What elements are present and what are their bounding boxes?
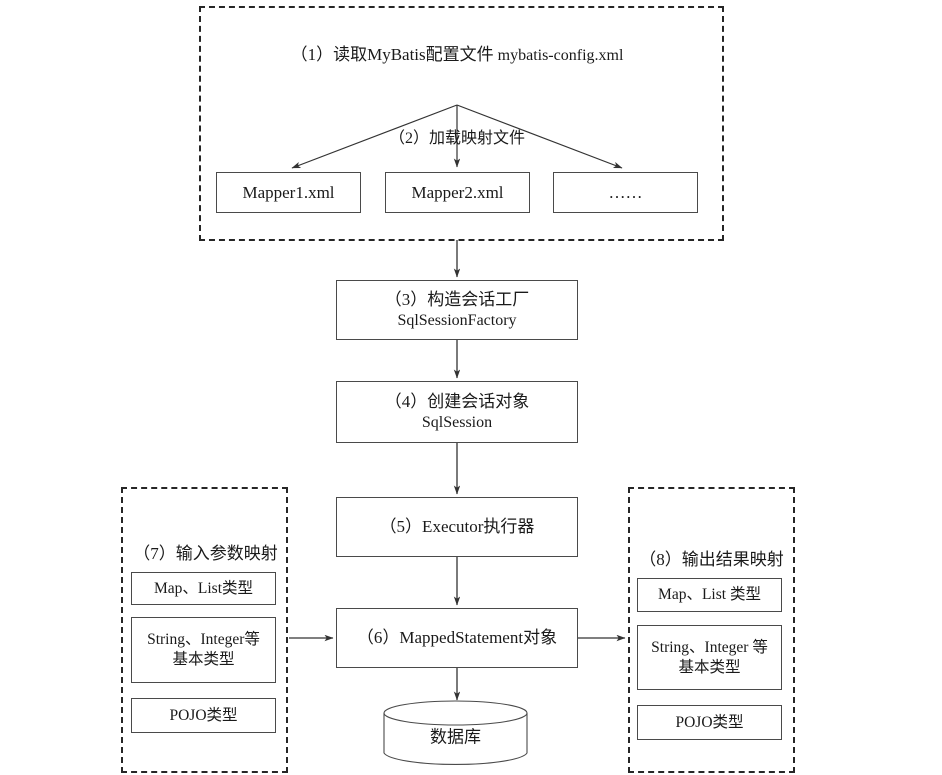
step3-line1: （3）构造会话工厂: [384, 289, 530, 309]
input-type-box-2[interactable]: String、Integer等 基本类型: [131, 617, 276, 683]
step1-line1: （1）读取MyBatis配置文件: [290, 45, 494, 64]
database-shape[interactable]: 数据库: [383, 700, 528, 766]
input-type-box-3[interactable]: POJO类型: [131, 698, 276, 733]
mapper-box-3-label: ……: [608, 182, 643, 202]
step6-line1: （6）MappedStatement对象: [356, 628, 558, 648]
input-type-box-2-line2: 基本类型: [172, 651, 235, 668]
input-mapping-group: [121, 487, 288, 773]
output-type-box-3-line1: POJO类型: [675, 713, 744, 731]
step5-line1: （5）Executor执行器: [379, 517, 535, 537]
step4-line2: SqlSession: [421, 413, 493, 431]
input-mapping-group-label: （7）输入参数映射: [128, 543, 283, 565]
output-type-box-2[interactable]: String、Integer 等 基本类型: [637, 625, 782, 690]
step2-label: （2）加载映射文件: [337, 129, 577, 150]
input-type-box-1[interactable]: Map、List类型: [131, 572, 276, 605]
output-type-box-3[interactable]: POJO类型: [637, 705, 782, 740]
output-type-box-1-line1: Map、List 类型: [658, 586, 761, 604]
step1-label: （1）读取MyBatis配置文件 mybatis-config.xml: [277, 44, 637, 67]
mapper-box-2-label: Mapper2.xml: [411, 182, 504, 202]
output-type-box-2-line2: 基本类型: [678, 658, 741, 676]
input-type-box-3-line1: POJO类型: [169, 706, 238, 724]
mapper-box-2[interactable]: Mapper2.xml: [385, 172, 530, 213]
input-type-box-1-line1: Map、List类型: [153, 579, 254, 597]
input-type-box-2-line1: String、Integer等: [147, 631, 260, 649]
step1-line2: mybatis-config.xml: [497, 47, 624, 64]
config-group: [199, 6, 724, 241]
output-type-box-2-line1: String、Integer 等: [651, 638, 768, 656]
output-mapping-group: [628, 487, 795, 773]
step6-box[interactable]: （6）MappedStatement对象: [336, 608, 578, 668]
output-type-box-1[interactable]: Map、List 类型: [637, 578, 782, 612]
mapper-box-1-label: Mapper1.xml: [242, 182, 335, 202]
mapper-box-1[interactable]: Mapper1.xml: [216, 172, 361, 213]
step3-line2: SqlSessionFactory: [397, 311, 517, 329]
step4-box[interactable]: （4）创建会话对象 SqlSession: [336, 381, 578, 443]
database-label: 数据库: [430, 727, 481, 747]
output-mapping-group-label: （8）输出结果映射: [634, 549, 789, 571]
mapper-box-3[interactable]: ……: [553, 172, 698, 213]
step3-box[interactable]: （3）构造会话工厂 SqlSessionFactory: [336, 280, 578, 340]
step4-line1: （4）创建会话对象: [384, 391, 530, 411]
output-mapping-group-label-text: （8）输出结果映射: [639, 550, 784, 569]
step2-text: （2）加载映射文件: [388, 130, 525, 147]
input-mapping-group-label-text: （7）输入参数映射: [133, 544, 278, 563]
step5-box[interactable]: （5）Executor执行器: [336, 497, 578, 557]
